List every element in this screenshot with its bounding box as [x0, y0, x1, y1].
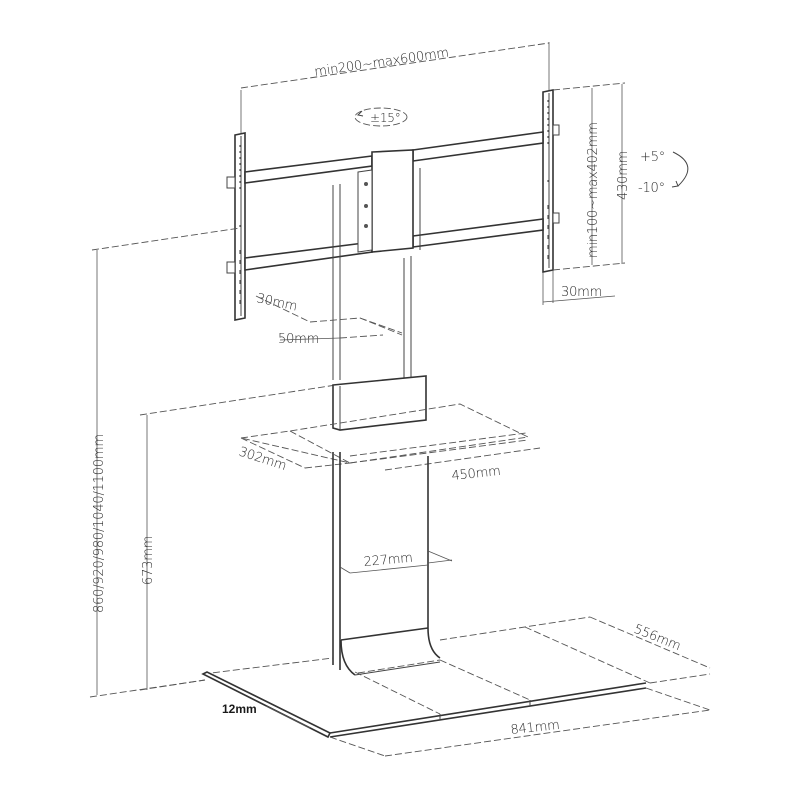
column-width-label: 227mm [363, 551, 413, 570]
shelf-height-dimension: 673mm [139, 384, 337, 691]
mount-bracket [226, 89, 560, 380]
vesa-height-dimension: min100~max402mm 430mm [552, 82, 631, 271]
base-plate: 556mm 841mm 12mm [201, 616, 711, 757]
base-width-label: 841mm [510, 718, 560, 738]
shelf-collar [332, 375, 427, 431]
tilt-up-label: +5° [640, 150, 665, 165]
vesa-width-label: min200~max600mm [313, 46, 449, 80]
column-depth-30-label: 30mm [255, 291, 298, 314]
vesa-height-label: min100~max402mm [586, 122, 601, 258]
base-depth-label: 556mm [632, 622, 683, 654]
column-section-dimension: 30mm 50mm [255, 291, 403, 347]
shelf-width-label: 450mm [451, 464, 501, 484]
total-height-label: 860/920/980/1040/1100mm [92, 434, 107, 613]
bracket-depth-label: 30mm [561, 285, 602, 300]
tilt-indicator: +5° -10° [638, 150, 689, 196]
shelf-height-label: 673mm [141, 536, 156, 585]
swivel-label: ±15° [370, 111, 401, 125]
vesa-width-dimension: min200~max600mm [240, 42, 550, 140]
swivel-indicator: ±15° [354, 107, 408, 127]
bracket-height-label: 430mm [616, 151, 631, 200]
tilt-down-label: -10° [638, 181, 665, 196]
bracket-depth-dimension: 30mm [542, 270, 616, 305]
total-height-dimension: 860/920/980/1040/1100mm [89, 227, 241, 698]
lower-column: 227mm [332, 452, 453, 676]
shelf-depth-label: 302mm [237, 445, 288, 474]
base-thickness-label: 12mm [222, 702, 257, 716]
